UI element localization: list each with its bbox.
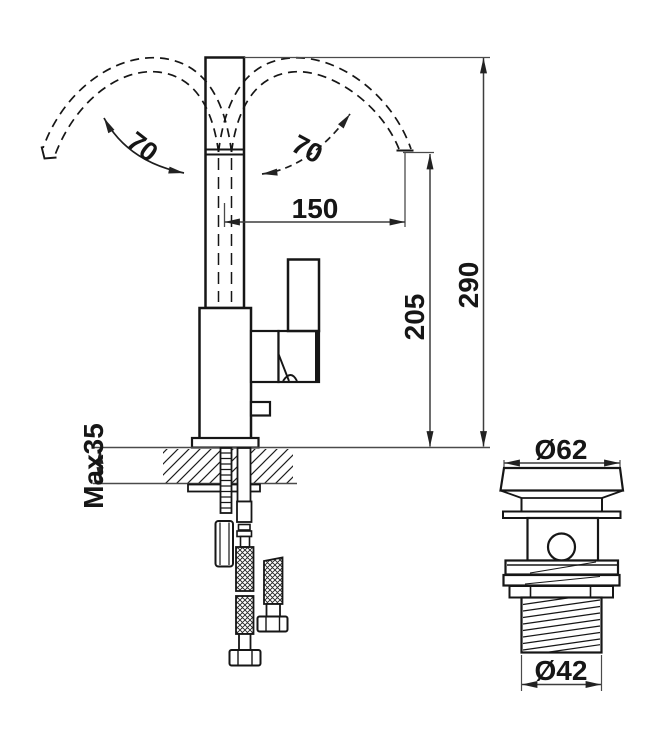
supply-pipe (236, 447, 252, 503)
braided-hose-left-lower (235, 595, 255, 635)
countertop (93, 446, 490, 485)
mixer-body (198, 306, 253, 442)
dim-label-spout-reach: 150 (292, 193, 339, 224)
hose-connector (236, 500, 253, 523)
dim-label-swivel-left: 70 (121, 126, 163, 168)
overflow-hole (546, 532, 577, 562)
waste-neck (520, 498, 603, 512)
valve-cam-arc (282, 374, 298, 382)
right-rotation-arrow (261, 113, 351, 176)
left-spout-end-cap (40, 146, 57, 160)
left-swivel-outer-arc (42, 56, 233, 153)
right-swivel-inner-arc (230, 70, 400, 153)
hose-right-tail (265, 603, 281, 618)
right-swivel-outer-arc (217, 56, 412, 153)
waste-flange (499, 466, 625, 492)
under-counter-fittings (187, 447, 289, 667)
dim-label-swivel-right: 70 (287, 129, 328, 170)
dim-label-thread-diameter: Ø42 (535, 655, 588, 686)
dim-label-flange-diameter: Ø62 (535, 434, 588, 465)
waste-seal-stack (502, 559, 621, 587)
connector-ring-2 (236, 530, 253, 538)
dim-label-outlet-height: 205 (399, 294, 430, 341)
spout-column (204, 56, 246, 310)
left-swivel-inner-arc (54, 70, 220, 156)
waste-threaded-tailpiece (520, 596, 603, 654)
tailpiece-thread-lines (522, 596, 601, 654)
handle-base (277, 329, 321, 384)
braided-hose-left-upper (235, 546, 255, 592)
dim-label-overall-height: 290 (453, 262, 484, 309)
hose-right-hex-nut (256, 615, 289, 633)
hose-left-hex-nut (228, 649, 262, 667)
dimension-max35: Max35 (78, 423, 109, 509)
spout-tube-centerlines (217, 158, 233, 302)
stud-thread-ticks (220, 452, 232, 509)
hose-left-tail (238, 633, 252, 651)
spout-swivel-arcs (42, 56, 412, 156)
body-outlet-stub (249, 400, 272, 417)
dimension-205: 205 (399, 153, 434, 447)
swivel-angle-indicators: 70 70 (103, 113, 351, 176)
left-rotation-arrow (103, 117, 185, 174)
swivel-arc-end-caps (40, 146, 414, 160)
base-plate (190, 436, 260, 449)
waste-lock-nut (508, 585, 614, 599)
handle-lever (286, 258, 321, 333)
connector-neck (239, 535, 251, 548)
dim-label-max-thickness: Max35 (78, 423, 109, 509)
dimension-62: Ø62 (503, 434, 621, 468)
connector-ring-1 (237, 523, 251, 531)
popup-waste-assembly: Ø62 Ø42 (499, 434, 625, 691)
dimension-290: 290 (244, 56, 490, 447)
valve-block (249, 329, 280, 384)
sleeve-cylinder (214, 520, 234, 568)
waste-flange-underside (500, 489, 624, 499)
dimension-42: Ø42 (520, 655, 603, 691)
dimension-150: 150 (223, 151, 434, 227)
faucet-body (190, 56, 321, 449)
braided-hose-right (263, 556, 284, 605)
